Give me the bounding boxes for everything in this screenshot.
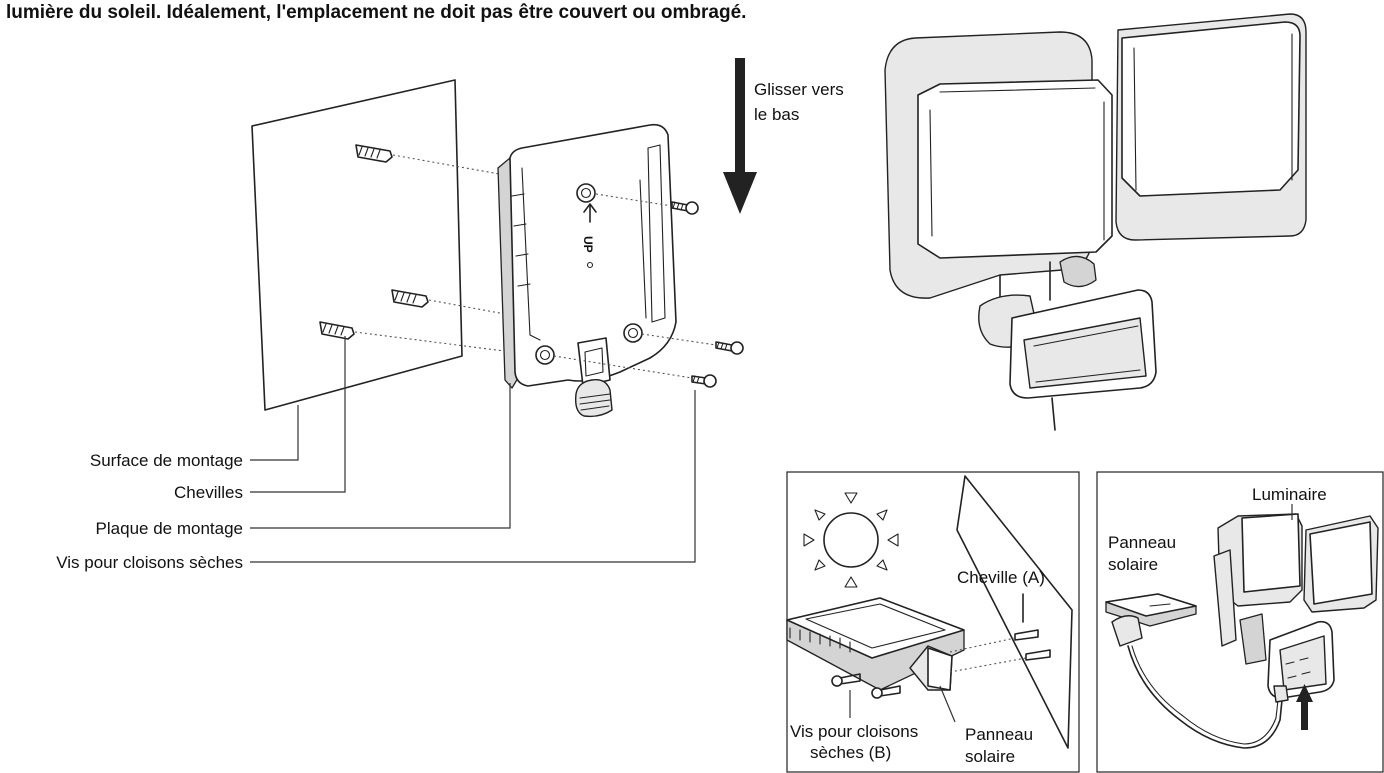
inset1-screws-label-line1: Vis pour cloisons bbox=[790, 722, 918, 741]
drywall-screw-3 bbox=[553, 355, 717, 388]
inset2-panel-label-line1: Panneau bbox=[1108, 533, 1176, 552]
sun-icon bbox=[803, 492, 899, 588]
inset1-panel-label-line2: solaire bbox=[965, 747, 1015, 766]
label-anchors: Chevilles bbox=[174, 483, 243, 502]
inset2-panel-label-line2: solaire bbox=[1108, 555, 1158, 574]
slide-down-label-line1: Glisser vers bbox=[754, 80, 844, 99]
wall-anchor-middle bbox=[391, 289, 506, 315]
label-mounting-surface: Surface de montage bbox=[90, 451, 243, 470]
instruction-heading: lumière du soleil. Idéalement, l'emplace… bbox=[6, 2, 746, 23]
label-drywall-screws: Vis pour cloisons sèches bbox=[56, 553, 243, 572]
plate-up-marking: UP bbox=[581, 236, 595, 253]
inset1-screws-label-line2: sèches (B) bbox=[810, 743, 891, 762]
inset1-screws bbox=[831, 673, 956, 723]
inset2-fixture-label: Luminaire bbox=[1252, 485, 1327, 504]
inset1-panel-label-line1: Panneau bbox=[965, 725, 1033, 744]
slide-down-label-line2: le bas bbox=[754, 105, 799, 124]
inset2-solar-panel bbox=[1105, 593, 1197, 647]
mounting-plate-illustration bbox=[497, 123, 677, 418]
inset2-cable bbox=[1127, 645, 1289, 749]
label-mounting-plate: Plaque de montage bbox=[96, 519, 243, 538]
inset-connection-frame bbox=[1096, 471, 1384, 773]
inset2-up-arrow-icon bbox=[1296, 684, 1313, 730]
main-leader-lines bbox=[250, 336, 696, 563]
inset1-anchor-label: Cheville (A) bbox=[957, 568, 1045, 587]
inset1-anchors bbox=[949, 593, 1051, 673]
wall-anchor-bottom bbox=[319, 321, 513, 353]
wall-anchor-top bbox=[355, 144, 506, 176]
slide-down-arrow-icon bbox=[723, 58, 757, 214]
inset2-light-fixture bbox=[1213, 513, 1379, 699]
inset1-solar-panel bbox=[786, 597, 965, 691]
inset1-wall-surface bbox=[956, 475, 1073, 749]
drywall-screw-2 bbox=[641, 333, 744, 355]
drywall-screw-1 bbox=[595, 193, 699, 215]
light-fixture-illustration bbox=[884, 13, 1307, 431]
mounting-surface-illustration bbox=[251, 79, 463, 411]
